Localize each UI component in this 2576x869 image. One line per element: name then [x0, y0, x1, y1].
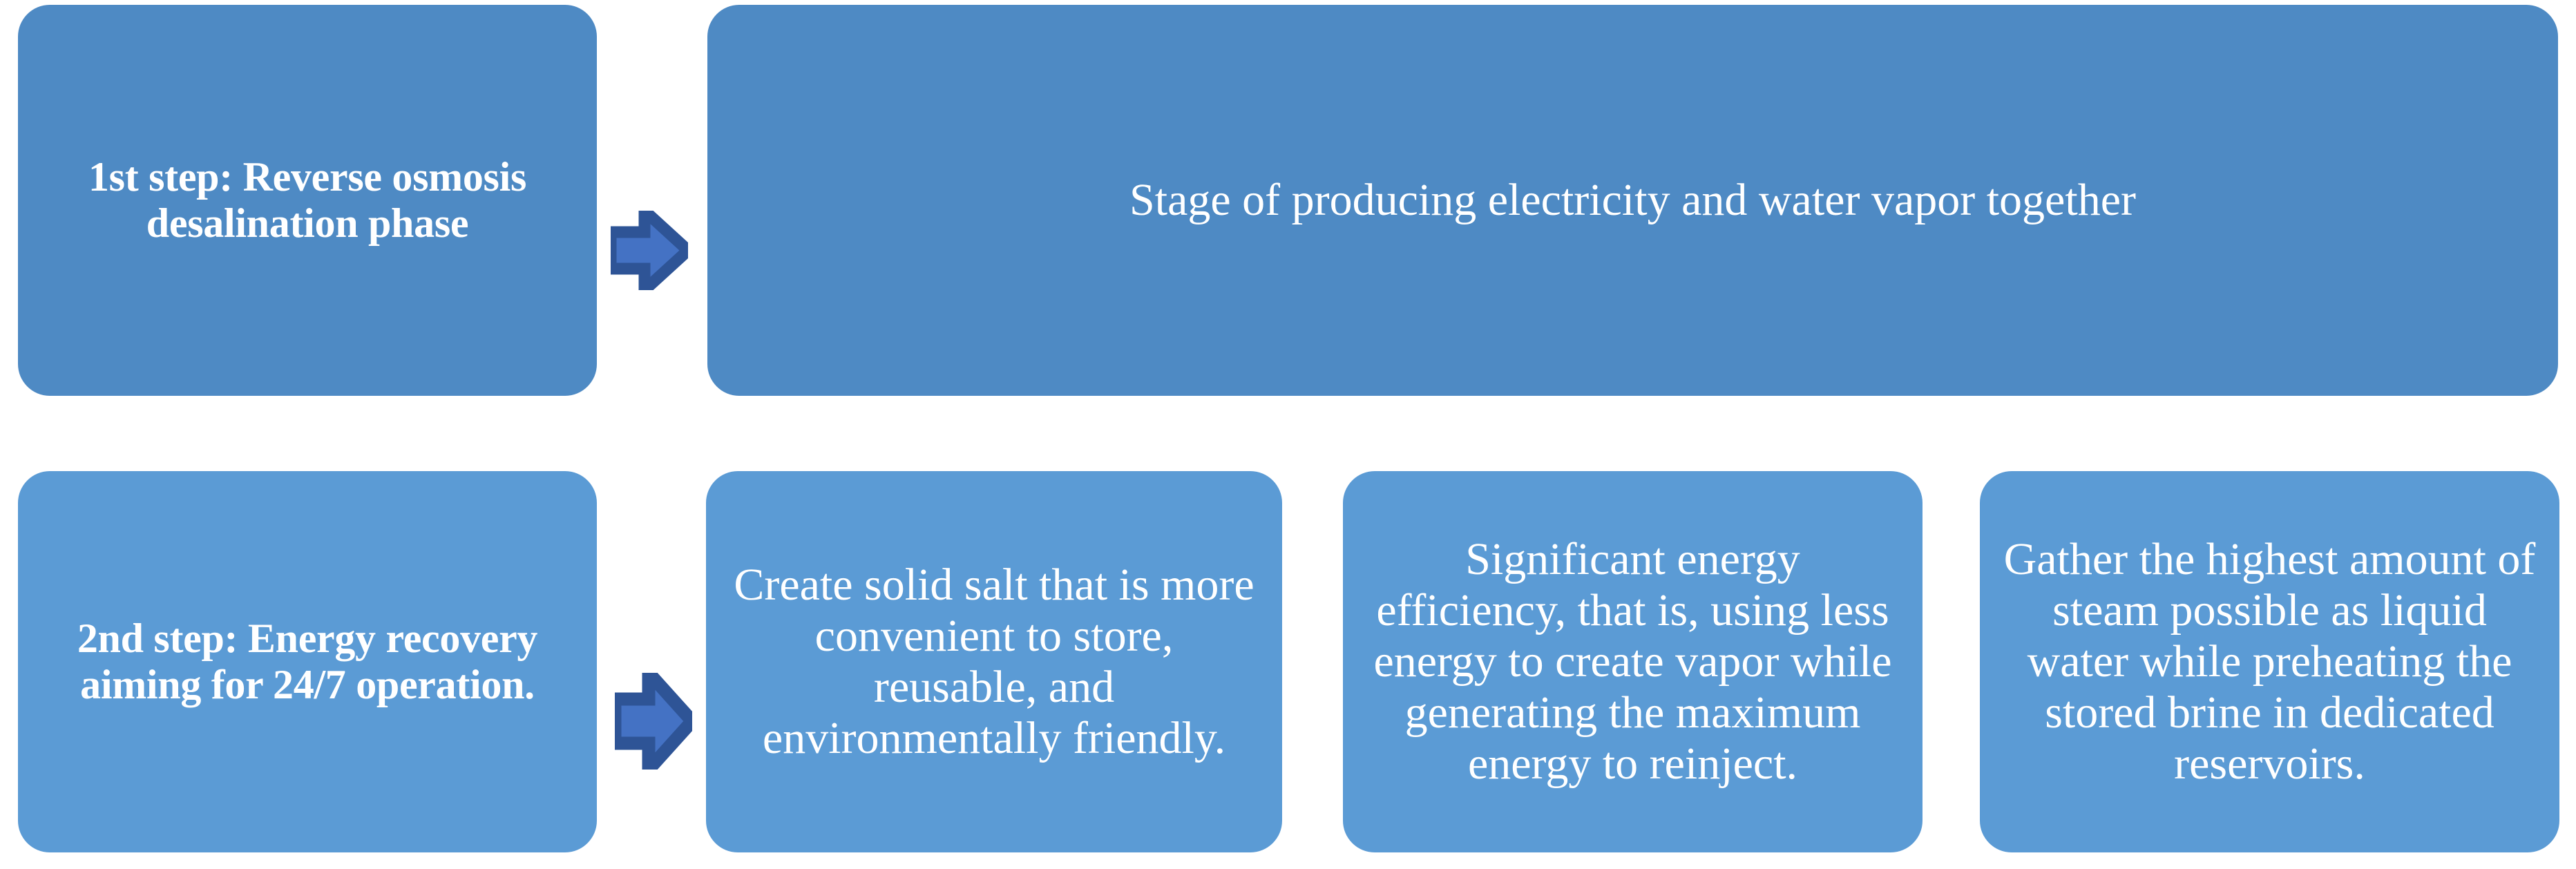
- right-arrow-shape: [615, 673, 692, 770]
- right-arrow-icon: [615, 673, 692, 770]
- process-box-step-1-label: 1st step: Reverse osmosis desalination p…: [88, 153, 527, 246]
- right-arrow-icon: [611, 211, 688, 290]
- process-box-stage-electricity-vapor-label: Stage of producing electricity and water…: [1129, 175, 2136, 226]
- process-box-steam-recovery[interactable]: Gather the highest amount of steam possi…: [1980, 471, 2559, 852]
- process-box-step-2-label: 2nd step: Energy recovery aiming for 24/…: [77, 615, 538, 707]
- process-box-energy-efficiency-label: Significant energy efficiency, that is, …: [1373, 534, 1892, 789]
- process-box-stage-electricity-vapor[interactable]: Stage of producing electricity and water…: [707, 5, 2558, 396]
- right-arrow-shape: [611, 211, 688, 290]
- process-box-solid-salt-label: Create solid salt that is more convenien…: [734, 560, 1254, 763]
- process-box-step-2[interactable]: 2nd step: Energy recovery aiming for 24/…: [18, 471, 597, 852]
- process-box-steam-recovery-label: Gather the highest amount of steam possi…: [2003, 534, 2536, 789]
- process-box-energy-efficiency[interactable]: Significant energy efficiency, that is, …: [1343, 471, 1923, 852]
- process-box-step-1[interactable]: 1st step: Reverse osmosis desalination p…: [18, 5, 597, 396]
- process-box-solid-salt[interactable]: Create solid salt that is more convenien…: [706, 471, 1282, 852]
